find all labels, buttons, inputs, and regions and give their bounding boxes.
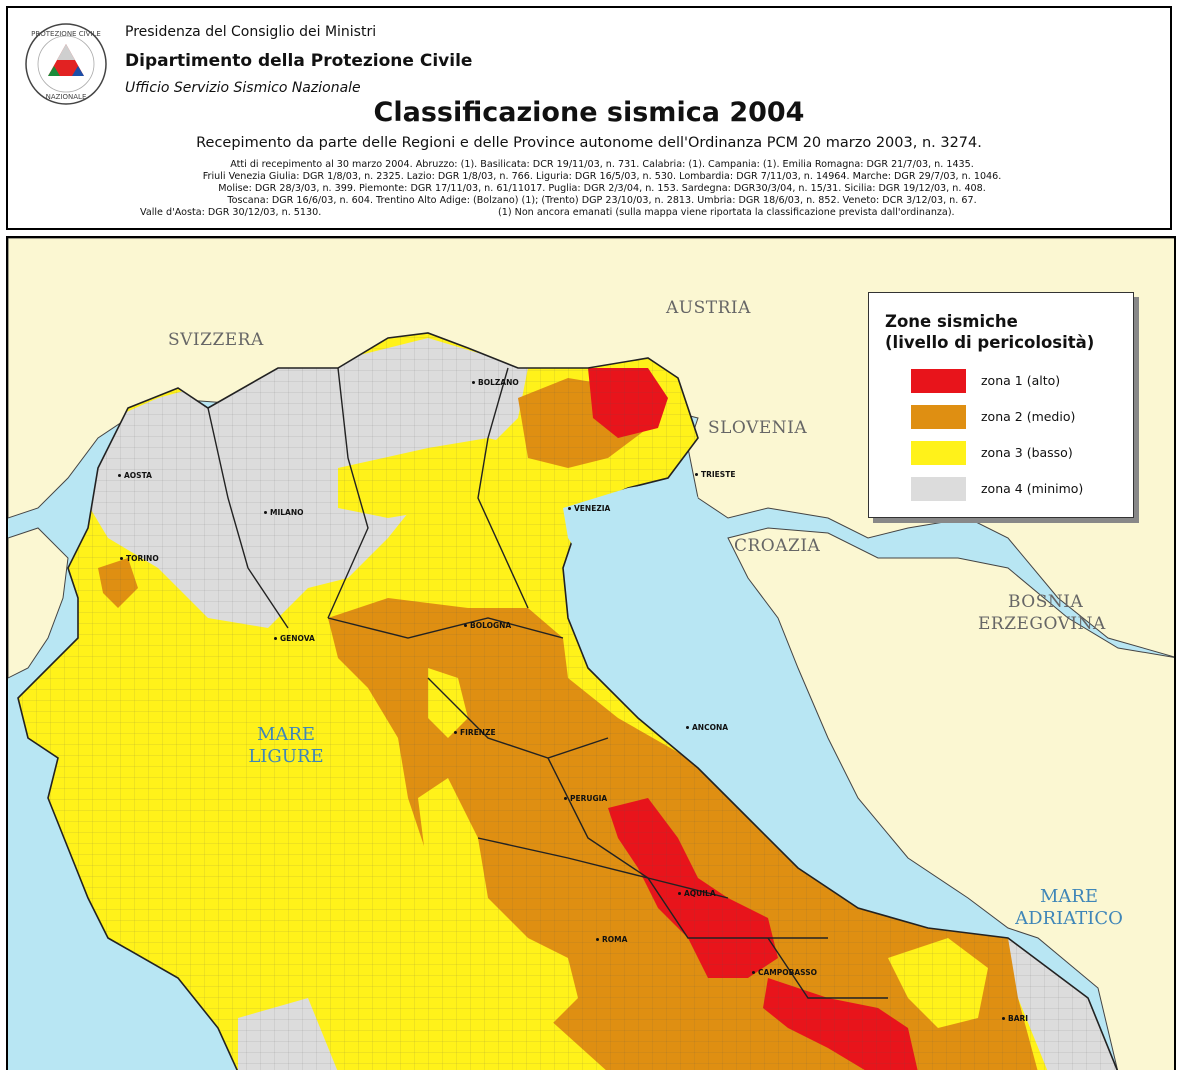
city-label-firenze: FIRENZE (454, 728, 496, 737)
legend-label: zona 1 (alto) (981, 373, 1061, 388)
sea-adriatico-line2: ADRIATICO (1015, 908, 1123, 929)
regional-boundaries (207, 367, 888, 999)
city-label-trieste: TRIESTE (694, 470, 736, 479)
country-label-austria: AUSTRIA (666, 298, 751, 318)
city-label-genova: GENOVA (274, 634, 315, 643)
venice-lagoon (563, 478, 698, 568)
acts-line: Atti di recepimento al 30 marzo 2004. Ab… (230, 159, 974, 170)
legend-swatch (911, 441, 966, 465)
acts-last-line: Valle d'Aosta: DGR 30/12/03, n. 5130. (1… (48, 207, 1156, 219)
city-label-roma: ROMA (595, 935, 628, 944)
header-ministry: Presidenza del Consiglio dei Ministri (125, 24, 377, 40)
protezione-civile-logo-icon: PROTEZIONE CIVILE NAZIONALE (25, 23, 107, 105)
country-label-croazia: CROAZIA (734, 536, 821, 556)
country-label-svizzera: SVIZZERA (168, 330, 264, 350)
svg-text:PROTEZIONE CIVILE: PROTEZIONE CIVILE (31, 30, 101, 38)
svg-text:NAZIONALE: NAZIONALE (46, 93, 87, 101)
city-label-venezia: VENEZIA (567, 504, 611, 513)
acts-line: Toscana: DGR 16/6/03, n. 604. Trentino A… (227, 195, 977, 206)
acts-line: Molise: DGR 28/3/03, n. 399. Piemonte: D… (218, 183, 986, 194)
sea-ligure-line2: LIGURE (248, 746, 324, 767)
map-canvas (8, 238, 1174, 1070)
city-label-aosta: AOSTA (118, 471, 152, 480)
country-label-slovenia: SLOVENIA (708, 418, 808, 438)
acts-list: Atti di recepimento al 30 marzo 2004. Ab… (48, 159, 1156, 219)
legend-swatch (911, 369, 966, 393)
page-title: Classificazione sismica 2004 (373, 97, 805, 128)
legend-label: zona 2 (medio) (981, 409, 1076, 424)
header-panel: PROTEZIONE CIVILE NAZIONALE Presidenza d… (6, 6, 1172, 230)
city-label-aquila: AQUILA (678, 889, 716, 898)
acts-valle-aosta: Valle d'Aosta: DGR 30/12/03, n. 5130. (140, 207, 322, 218)
city-label-milano: MILANO (264, 508, 304, 517)
header-office: Ufficio Servizio Sismico Nazionale (125, 80, 361, 96)
city-label-bari: BARI (1001, 1014, 1029, 1023)
city-label-perugia: PERUGIA (563, 794, 608, 803)
legend-title-line1: Zone sismiche (885, 312, 1018, 331)
acts-line: Friuli Venezia Giulia: DGR 1/8/03, n. 23… (202, 171, 1002, 182)
legend-swatch (911, 405, 966, 429)
legend-title: Zone sismiche (livello di pericolosità) (885, 311, 1094, 353)
city-label-bolzano: BOLZANO (472, 378, 519, 387)
sea-label-adriatico: MARE ADRIATICO (1004, 886, 1134, 930)
legend-title-line2: (livello di pericolosità) (885, 333, 1095, 352)
city-label-bologna: BOLOGNA (463, 621, 512, 630)
header-department: Dipartimento della Protezione Civile (125, 51, 473, 71)
legend-box: Zone sismiche (livello di pericolosità) … (868, 292, 1134, 518)
country-label-bosnia: BOSNIA (1008, 592, 1084, 612)
legend-label: zona 4 (minimo) (981, 481, 1084, 496)
country-label-erzegovina: ERZEGOVINA (978, 614, 1106, 634)
seismic-map: SVIZZERA AUSTRIA SLOVENIA CROAZIA BOSNIA… (6, 236, 1176, 1070)
city-label-ancona: ANCONA (685, 723, 729, 732)
city-label-torino: TORINO (120, 554, 159, 563)
italy-outline (17, 332, 1119, 1070)
city-label-campobasso: CAMPOBASSO (751, 968, 818, 977)
sea-ligure-line1: MARE (256, 724, 316, 745)
legend-label: zona 3 (basso) (981, 445, 1073, 460)
sea-label-ligure: MARE LIGURE (236, 724, 336, 768)
page-subtitle: Recepimento da parte delle Regioni e del… (196, 135, 982, 151)
sea-adriatico-line1: MARE (1039, 886, 1099, 907)
legend-swatch (911, 477, 966, 501)
acts-footnote: (1) Non ancora emanati (sulla mappa vien… (498, 207, 955, 218)
